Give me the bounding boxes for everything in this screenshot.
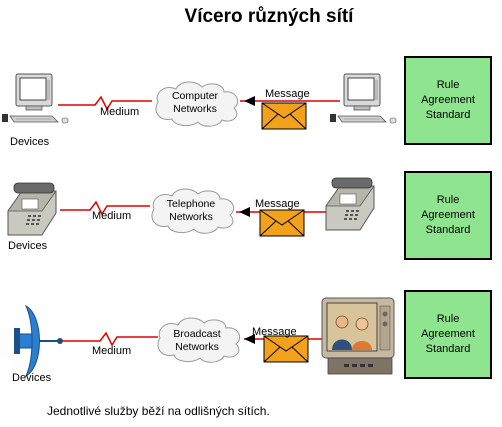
rule-label: Rule xyxy=(436,313,460,325)
network-name-line1: Computer xyxy=(171,90,219,102)
network-name-line2: Networks xyxy=(175,341,219,353)
medium-label: Medium xyxy=(100,106,140,118)
message-label: Message xyxy=(255,198,300,210)
network-label: Telephone Networks xyxy=(156,198,226,224)
arrow-icon xyxy=(244,334,255,344)
medium-line xyxy=(62,331,158,347)
standard-label: Standard xyxy=(425,343,471,355)
message-label: Message xyxy=(252,326,297,338)
network-name-line1: Broadcast xyxy=(173,328,221,340)
devices-label: Devices xyxy=(8,240,48,252)
network-name-line2: Networks xyxy=(169,211,213,223)
satellite-dish-icon xyxy=(14,304,63,378)
network-name-line1: Telephone xyxy=(166,198,216,210)
caption: Jednotlivé služby běží na odlišných sítí… xyxy=(47,404,270,418)
network-label: Computer Networks xyxy=(160,90,230,116)
envelope-icon xyxy=(259,209,305,237)
rule-box: Rule Agreement Standard xyxy=(404,290,492,379)
arrow-icon xyxy=(239,207,250,217)
medium-line xyxy=(58,95,152,111)
medium-label: Medium xyxy=(92,345,132,357)
computer-device-icon xyxy=(1,73,69,124)
arrow-icon xyxy=(244,96,255,106)
network-label: Broadcast Networks xyxy=(162,328,232,354)
message-label: Message xyxy=(265,88,310,100)
row-1 xyxy=(1,73,397,130)
diagram-title: Vícero různých sítí xyxy=(0,6,502,28)
rule-box: Rule Agreement Standard xyxy=(404,171,492,260)
computer-device-icon xyxy=(329,73,397,124)
envelope-icon xyxy=(263,335,309,363)
rule-label: Rule xyxy=(436,194,460,206)
telephone-device-icon xyxy=(325,177,375,231)
title-text: Vícero různých sítí xyxy=(184,6,354,27)
standard-label: Standard xyxy=(425,224,471,236)
devices-label: Devices xyxy=(10,136,50,148)
agreement-label: Agreement xyxy=(421,94,475,106)
medium-line xyxy=(60,200,150,216)
row-2 xyxy=(7,177,375,237)
television-device-icon xyxy=(321,297,395,375)
network-name-line2: Networks xyxy=(173,103,217,115)
agreement-label: Agreement xyxy=(421,209,475,221)
medium-label: Medium xyxy=(92,210,132,222)
devices-label: Devices xyxy=(12,372,52,384)
envelope-icon xyxy=(261,102,307,130)
agreement-label: Agreement xyxy=(421,328,475,340)
telephone-device-icon xyxy=(7,182,57,236)
row-3 xyxy=(14,297,395,378)
rule-box: Rule Agreement Standard xyxy=(404,56,492,145)
rule-label: Rule xyxy=(436,79,460,91)
standard-label: Standard xyxy=(425,109,471,121)
